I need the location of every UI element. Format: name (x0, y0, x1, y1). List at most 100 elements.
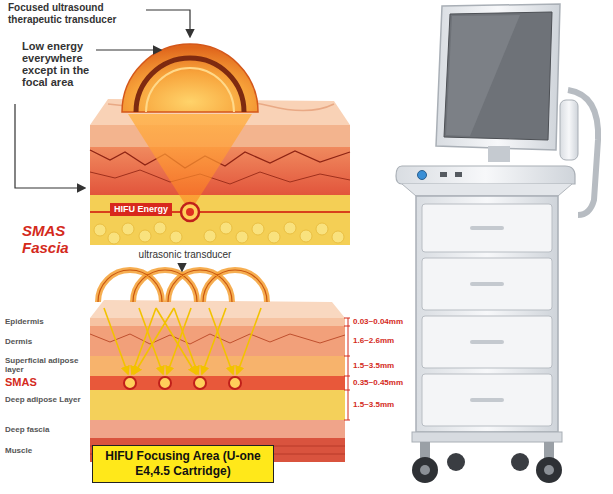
hifu-machine-part (422, 316, 552, 368)
hifu-machine-part (440, 172, 447, 177)
focal-points-part (229, 377, 241, 389)
dimension-label: 0.03~0.04mm (353, 317, 403, 327)
therapeutic-transducer-part (146, 68, 234, 112)
skin-block-top-part-part (220, 222, 232, 234)
hifu-machine-part (455, 172, 462, 177)
hifu-machine-part (544, 465, 554, 475)
callout-label: Low energy everywhere except in the foca… (22, 40, 92, 88)
skin-block-top-part-part (300, 230, 312, 242)
node-text: HIFU Focusing Area (U-one E4,4.5 Cartrid… (99, 449, 267, 479)
therapeutic-transducer (122, 44, 258, 112)
transducer-leader (182, 263, 183, 270)
hifu-machine-part (470, 340, 504, 344)
skin-block-bottom (90, 300, 345, 462)
dimension-ticks-part (344, 326, 350, 327)
dimension-ticks-part (348, 318, 349, 420)
focal-point-part (186, 208, 194, 216)
callout-label: ultrasonic transducer (130, 249, 240, 261)
ultrasound-beams-part (132, 308, 156, 374)
ultrasound-beams-part (156, 308, 196, 374)
skin-block-top (90, 99, 350, 245)
hifu-machine-part (420, 465, 430, 475)
hifu-machine (396, 4, 598, 483)
dimension-ticks-part (344, 390, 350, 391)
dimension-label: 0.35~0.45mm (353, 378, 403, 388)
ultrasonic-transducer-arcs-part (98, 270, 267, 302)
ultrasound-beams-part (134, 308, 174, 374)
ultrasound-beams-part (167, 308, 191, 374)
skin-block-bottom-part (90, 376, 345, 390)
node-text: HIFU Energy (114, 204, 168, 215)
skin-block-top-part-part (332, 231, 344, 243)
hifu-machine-part (511, 453, 529, 471)
hifu-machine-part (488, 146, 510, 162)
hifu-machine-part (446, 15, 520, 136)
ultrasound-beams-part (139, 308, 163, 374)
ultrasound-beams (104, 308, 261, 374)
energy-tag: HIFU Energy (110, 203, 172, 216)
skin-block-top-part (90, 195, 350, 245)
leader-lines (15, 10, 190, 188)
ultrasonic-transducer-arcs-part (203, 270, 267, 302)
skin-block-top-part-part (108, 232, 120, 244)
layer-label: SMAS Fascia (22, 222, 84, 256)
leader-lines-part (146, 10, 190, 36)
hifu-machine-part (412, 457, 438, 483)
leader-lines-part (96, 49, 160, 50)
focus-area-box: HIFU Focusing Area (U-one E4,4.5 Cartrid… (92, 445, 274, 483)
hifu-machine-part (536, 457, 562, 483)
dimension-ticks-part (344, 376, 350, 377)
skin-block-top-part-part (204, 230, 216, 242)
hifu-machine-part (412, 432, 562, 442)
hifu-machine-part (560, 100, 578, 160)
hifu-machine-part (416, 196, 558, 432)
ultrasound-beams-part (202, 308, 226, 374)
hifu-machine-part (422, 374, 552, 426)
ultrasound-beams-part (237, 308, 261, 374)
skin-block-bottom-part (90, 420, 345, 438)
hifu-machine-part (396, 166, 575, 184)
dimension-label: 1.5~3.5mm (353, 400, 394, 410)
skin-block-top-part-part (170, 231, 182, 243)
dimension-label: 1.5~3.5mm (353, 361, 394, 371)
dimension-ticks-part (344, 356, 350, 357)
hifu-machine-part (470, 226, 504, 230)
skin-block-top-part-part (139, 230, 151, 242)
callout-label: Focused ultrasound therapeutic transduce… (8, 2, 143, 26)
skin-block-top-part-part (316, 223, 328, 235)
hifu-machine-part (470, 282, 504, 286)
hifu-machine-part (422, 258, 552, 310)
layer-label: Muscle (5, 446, 85, 455)
leader-lines-part (15, 104, 84, 188)
skin-block-top-part (90, 170, 350, 184)
layer-label: Dermis (5, 337, 85, 346)
focal-points-part (194, 377, 206, 389)
dimension-ticks (344, 318, 350, 420)
ultrasound-beams-part (104, 308, 128, 374)
skin-block-top-part-part (94, 224, 106, 236)
hifu-machine-part (447, 453, 465, 471)
hifu-machine-part (402, 184, 572, 196)
therapeutic-transducer-part (122, 44, 258, 112)
hifu-machine-part (470, 398, 504, 402)
skin-block-top-part-part (284, 222, 296, 234)
dimension-ticks-part (344, 318, 350, 319)
focused-beam (128, 114, 252, 212)
ultrasound-beams-part (209, 308, 233, 374)
layer-label: Deep fascia (5, 425, 85, 434)
skin-block-top-part (94, 222, 344, 244)
focal-point (181, 203, 199, 221)
skin-block-bottom-part (90, 390, 345, 420)
hifu-machine-part (444, 12, 552, 140)
dimension-label: 1.6~2.6mm (353, 336, 394, 346)
hifu-machine-part (418, 171, 427, 180)
layer-label: Deep adipose Layer (5, 395, 85, 404)
dimension-ticks-part (344, 420, 350, 421)
skin-block-bottom-part (90, 334, 345, 344)
focal-points (124, 377, 241, 389)
skin-block-top-part-part (268, 231, 280, 243)
transducer-leader-part (181, 263, 182, 270)
skin-block-bottom-part (90, 300, 345, 318)
